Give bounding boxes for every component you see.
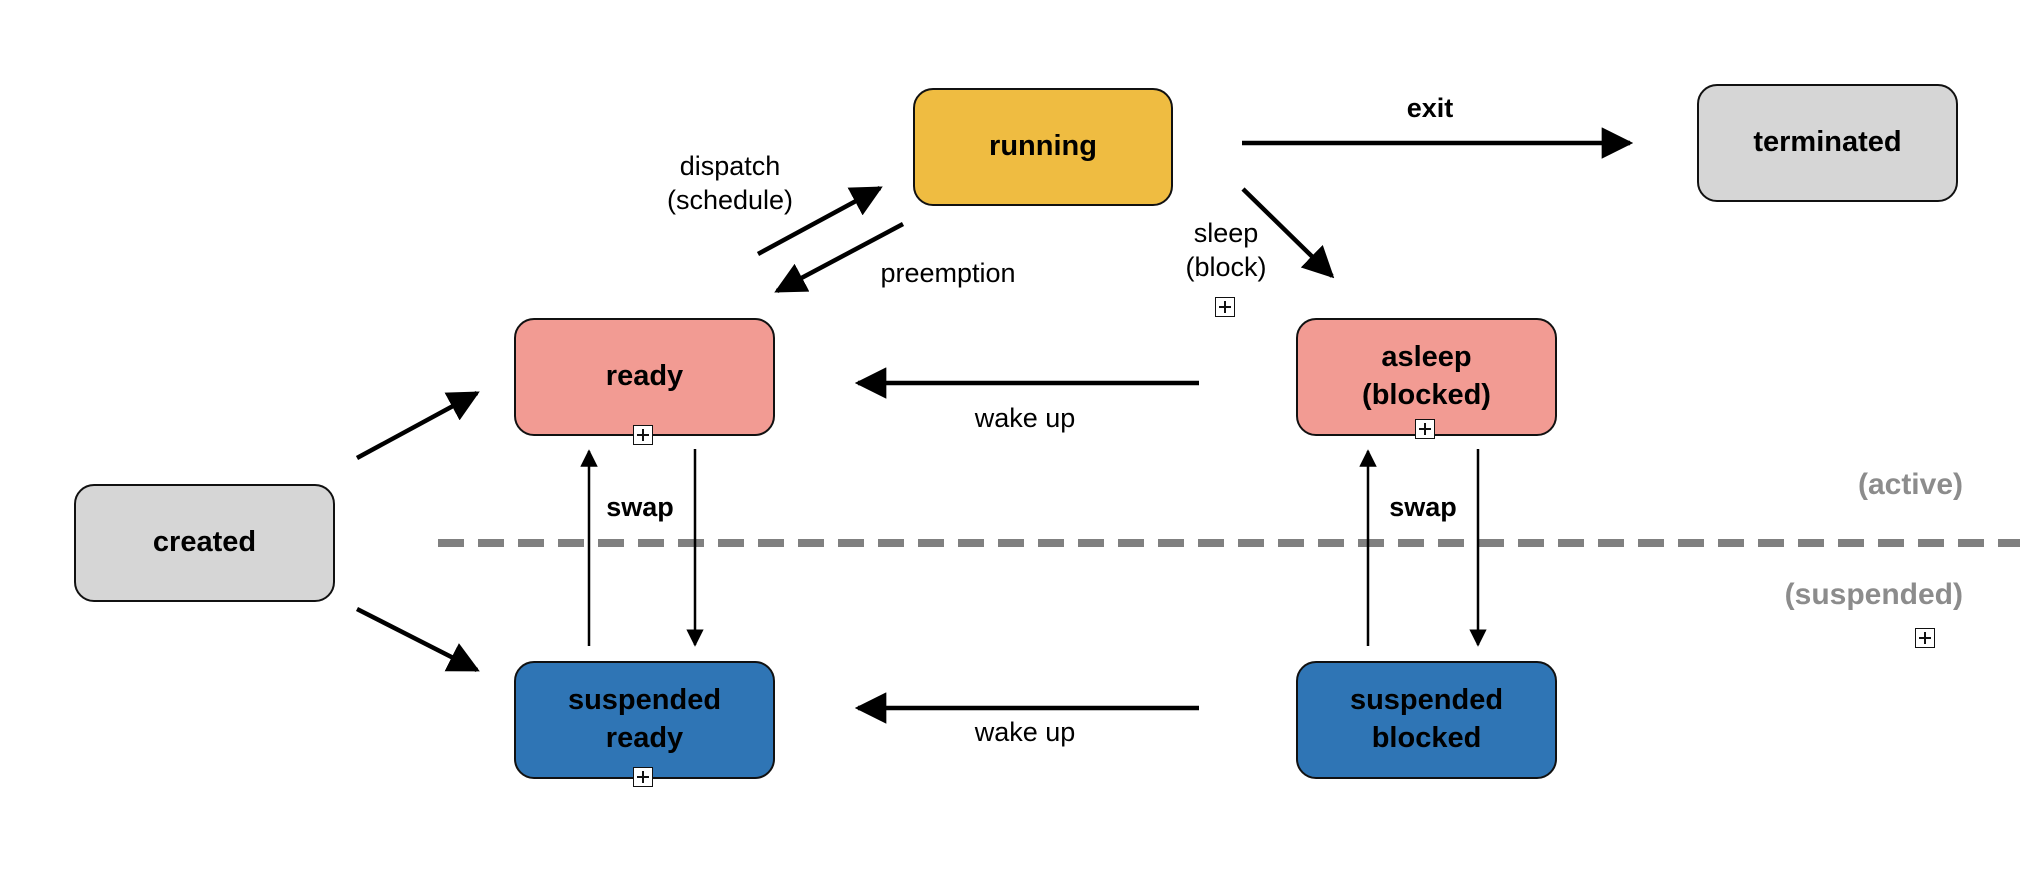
arrow-dispatch bbox=[756, 186, 883, 256]
label-wake-up-active: wake up bbox=[974, 403, 1076, 433]
state-asleep-blocked: asleep (blocked) bbox=[1296, 318, 1557, 436]
label-swap-ready: swap bbox=[606, 492, 674, 522]
state-ready: ready bbox=[514, 318, 775, 436]
expand-suspended-region-icon[interactable] bbox=[1915, 628, 1935, 648]
arrow-created-to-ready bbox=[355, 391, 480, 460]
label-preemption: preemption bbox=[880, 258, 1016, 288]
region-label-active: (active) bbox=[1857, 468, 1963, 501]
arrow-created-to-suspended-ready bbox=[355, 606, 480, 673]
label-dispatch: dispatch (schedule) bbox=[666, 151, 794, 215]
expand-asleep-icon[interactable] bbox=[1415, 419, 1435, 439]
state-running: running bbox=[913, 88, 1173, 206]
label-sleep: sleep (block) bbox=[1185, 218, 1267, 282]
state-terminated: terminated bbox=[1697, 84, 1958, 202]
region-label-suspended: (suspended) bbox=[1784, 578, 1963, 611]
label-swap-blocked: swap bbox=[1389, 492, 1457, 522]
expand-suspended-ready-icon[interactable] bbox=[633, 767, 653, 787]
state-suspended-blocked: suspended blocked bbox=[1296, 661, 1557, 779]
expand-sleep-icon[interactable] bbox=[1215, 297, 1235, 317]
state-created: created bbox=[74, 484, 335, 602]
arrow-sleep bbox=[1241, 187, 1335, 279]
arrow-preemption bbox=[774, 222, 905, 293]
label-wake-up-suspended: wake up bbox=[974, 717, 1076, 747]
expand-ready-icon[interactable] bbox=[633, 425, 653, 445]
label-exit: exit bbox=[1406, 93, 1454, 123]
state-suspended-ready: suspended ready bbox=[514, 661, 775, 779]
